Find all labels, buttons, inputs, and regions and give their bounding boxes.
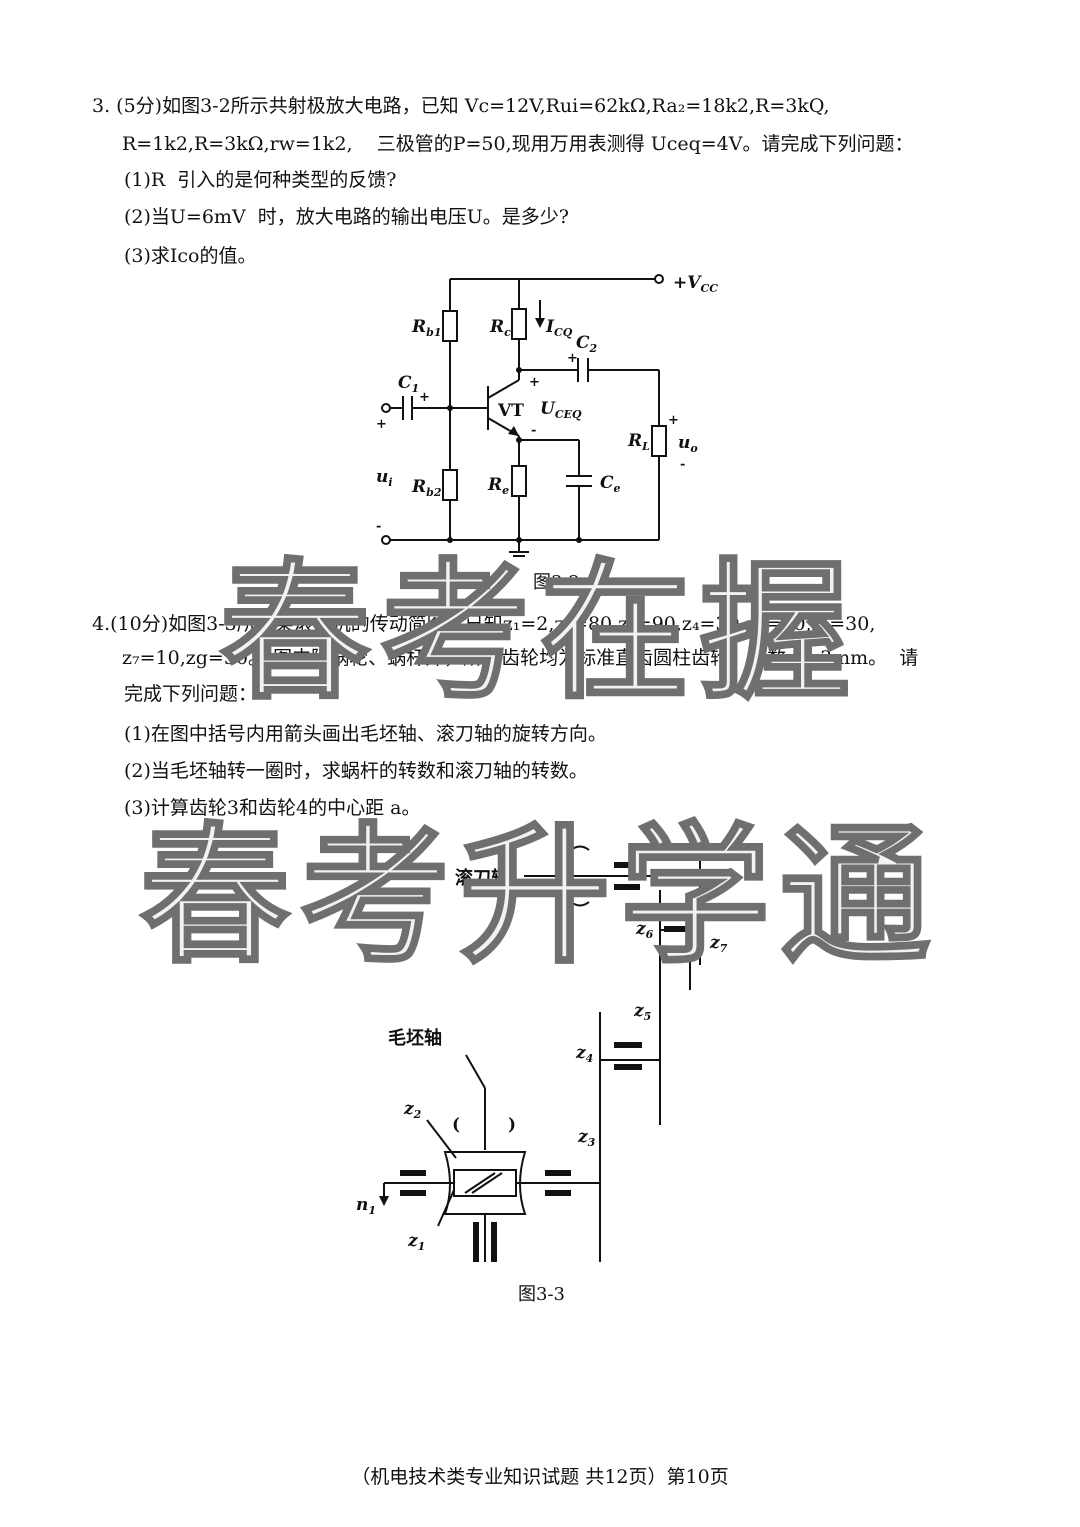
c2-label: C2 (576, 333, 598, 355)
z4-label: z4 (575, 1043, 593, 1065)
figure-3-3-caption: 图3-3 (518, 1284, 565, 1305)
page-footer: （机电技术类专业知识试题 共12页）第10页 (351, 1466, 729, 1488)
z3-label: z3 (577, 1127, 596, 1149)
blank-shaft-bracket-open[interactable]: ( (452, 1115, 460, 1135)
uceq-label: UCEQ (540, 399, 582, 421)
z5-label: z5 (633, 1001, 651, 1023)
q4-line1: 4.(10分)如图3-3所示某滚齿机的传动简图，已知z₁=2,z₂=80,z₃=… (92, 613, 876, 635)
q4-part3: (3)计算齿轮3和齿轮4的中心距 a。 (124, 797, 421, 819)
ui-label: ui (376, 467, 393, 489)
q3-line2: R=1k2,R=3kΩ,rw=1k2, 三极管的P=50,现用万用表测得 Uce… (122, 133, 914, 155)
q3-part2: (2)当U=6mV 时，放大电路的输出电压U。是多少? (124, 206, 569, 228)
blank-shaft-label: 毛坯轴 (388, 1027, 442, 1049)
z2-label: z2 (403, 1099, 422, 1121)
icq-label: ICQ (545, 317, 573, 339)
q4-part2: (2)当毛坯轴转一圈时，求蜗杆的转数和滚刀轴的转数。 (124, 760, 588, 782)
rb1-label: Rb1 (411, 317, 442, 339)
rc-label: Rc (489, 317, 511, 339)
n1-label: n1 (356, 1195, 376, 1217)
uo-plus: + (668, 413, 679, 428)
vce-minus: - (531, 423, 536, 438)
vcc-label: +VCC (673, 273, 718, 295)
uo-minus: - (680, 457, 685, 472)
q4-line3: 完成下列问题： (124, 683, 258, 705)
z6-label: z6 (635, 919, 654, 941)
z8-label: z8 (709, 841, 728, 863)
vt-label: VT (497, 401, 524, 421)
z7-label: z7 (709, 933, 728, 955)
rb2-label: Rb2 (411, 477, 442, 499)
figure-3-2-caption: 图3-2 (533, 572, 580, 593)
c2-plus: + (567, 351, 578, 366)
c1-label: C1 (398, 373, 419, 395)
q4-line2: z₇=10,zg=30。 图中除蜗轮、蜗杆外，所有齿轮均为标准直齿圆柱齿轮、模数… (122, 647, 919, 669)
ui-plus: + (376, 417, 387, 432)
ui-minus: - (376, 519, 381, 534)
q3-line1: 3. (5分)如图3-2所示共射极放大电路，已知 Vc=12V,Rui=62kΩ… (92, 95, 830, 117)
blank-shaft-bracket-close[interactable]: ) (508, 1115, 516, 1135)
rl-label: RL (627, 431, 650, 453)
q4-part1: (1)在图中括号内用箭头画出毛坯轴、滚刀轴的旋转方向。 (124, 723, 607, 745)
vce-plus: + (529, 375, 540, 390)
re-label: Re (487, 475, 509, 497)
q3-part3: (3)求Ico的值。 (124, 245, 257, 267)
ce-label: Ce (600, 473, 621, 495)
q3-part1: (1)R 引入的是何种类型的反馈? (124, 169, 397, 191)
uo-label: uo (678, 433, 698, 455)
c1-plus: + (419, 390, 430, 405)
z1-label: z1 (407, 1231, 425, 1253)
hob-shaft-label: 滚刀轴 (455, 867, 509, 889)
